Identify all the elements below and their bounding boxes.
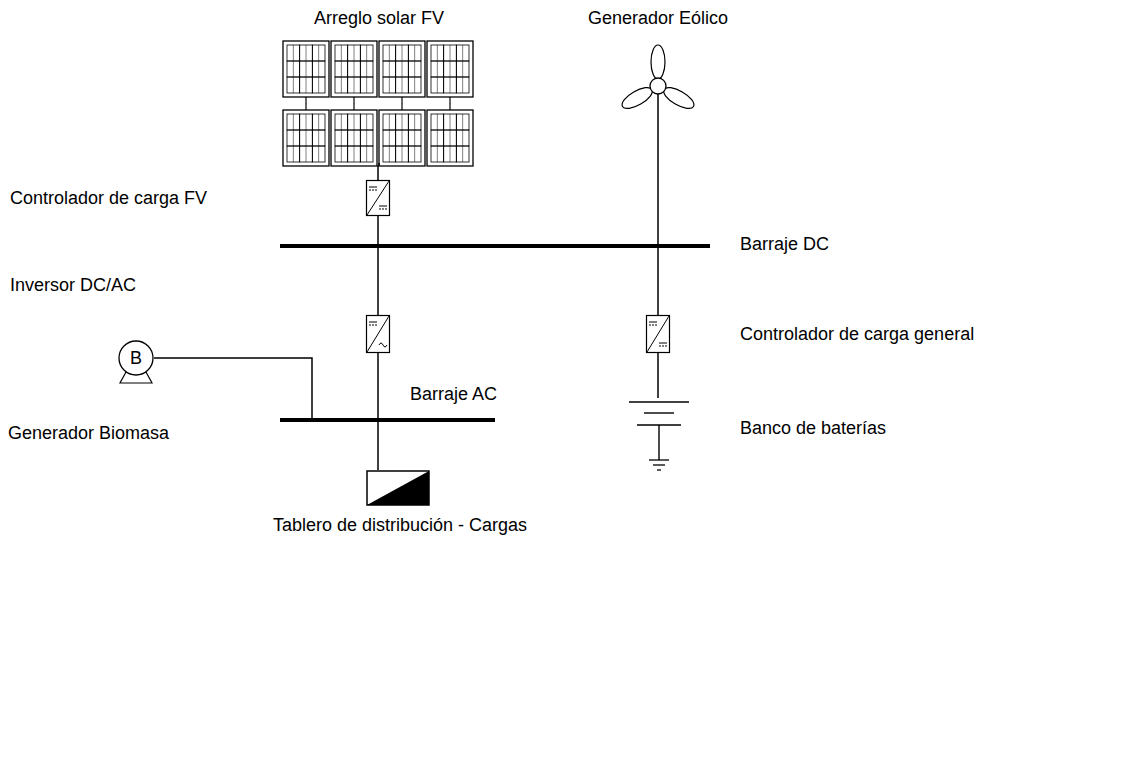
wire-connector [154,358,312,418]
wire-connector [657,130,659,244]
wire-connector [657,353,659,398]
battery-bank: Banco de baterías [628,398,690,474]
charge-controller-symbol [646,315,670,353]
charge-controller: Controlador de carga general [646,315,670,353]
biomass-generator: BGenerador Biomasa [118,340,154,384]
wire-connector [377,248,379,315]
component-label: Banco de baterías [740,418,886,438]
dc-bus: Barraje DC [280,244,710,248]
wind-turbine: Generador Eólico [620,38,696,130]
battery-bank-symbol [628,398,690,474]
component-label: Arreglo solar FV [314,8,444,28]
solar-array-symbol [282,40,476,165]
component-label: Tablero de distribución - Cargas [273,515,527,535]
inverter: Inversor DC/AC [366,315,390,353]
component-label: Barraje AC [410,384,497,404]
wire-connector [377,353,379,418]
component-label: Controlador de carga general [740,324,974,344]
charge-controller-symbol [366,180,390,216]
component-label: Controlador de carga FV [10,188,207,208]
wind-turbine-symbol [620,38,696,130]
component-label: Inversor DC/AC [10,275,136,295]
inverter-symbol [366,315,390,353]
component-label: Generador Eólico [588,8,728,28]
distribution-board: Tablero de distribución - Cargas [366,470,430,506]
wire-connector [377,422,379,470]
charge-controller: Controlador de carga FV [366,180,390,216]
wire-connector [657,248,659,315]
solar-array: Arreglo solar FV [282,40,476,165]
component-label: Generador Biomasa [8,423,169,443]
wire-connector [377,165,379,180]
generator-letter: B [130,348,142,368]
ac-bus: Barraje AC [280,418,495,422]
wire-connector [377,216,379,244]
component-label: Barraje DC [740,234,829,254]
distribution-board-symbol [366,470,430,506]
